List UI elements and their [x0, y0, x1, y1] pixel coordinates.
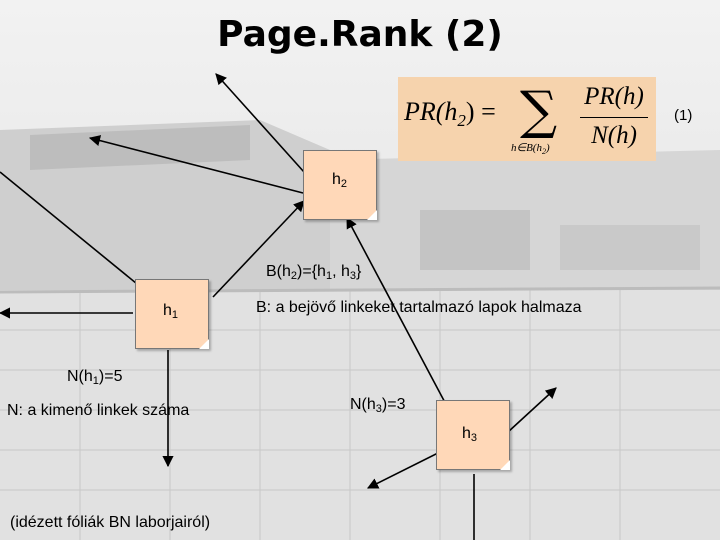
n-h3-label: N(h3)=3	[350, 396, 406, 415]
page-fold-icon	[367, 210, 377, 220]
formula-box: PR(h2) = ∑ h∈B(h2) PR(h) N(h)	[398, 77, 656, 161]
edge-h1-to-h2	[212, 200, 305, 298]
node-h2-label: h2	[332, 171, 348, 190]
node-h3-label: h3	[462, 425, 478, 444]
edge-in-h2-upper	[215, 73, 305, 173]
n-description: N: a kimenő linkek száma	[7, 402, 190, 419]
citation-note: (idézett fóliák BN laborjairól)	[10, 514, 211, 531]
summation-subscript: h∈B(h2)	[511, 142, 550, 156]
edge-in-h1-upper	[0, 171, 154, 298]
node-h1: h1	[135, 279, 209, 349]
formula-denominator: N(h)	[591, 122, 637, 149]
page-fold-icon	[500, 460, 510, 470]
formula-lhs: PR(h2) =	[404, 97, 496, 130]
equation-number: (1)	[674, 107, 693, 124]
edge-h3-to-h2	[346, 217, 459, 428]
edge-out-h3-right	[507, 387, 557, 433]
b-set-label: B(h2)={h1, h3}	[266, 263, 362, 282]
node-h3: h3	[436, 400, 510, 470]
page-title: Page.Rank (2)	[217, 14, 503, 55]
edge-in-h2-left	[88, 135, 304, 194]
n-h1-label: N(h1)=5	[67, 368, 123, 387]
page-fold-icon	[199, 339, 209, 349]
node-h2: h2	[303, 150, 377, 220]
node-h1-label: h1	[163, 302, 179, 321]
b-description: B: a bejövő linkeket tartalmazó lapok ha…	[256, 299, 582, 316]
formula-numerator: PR(h)	[584, 83, 644, 110]
fraction-bar	[580, 117, 648, 118]
summation-symbol: ∑	[520, 81, 558, 141]
